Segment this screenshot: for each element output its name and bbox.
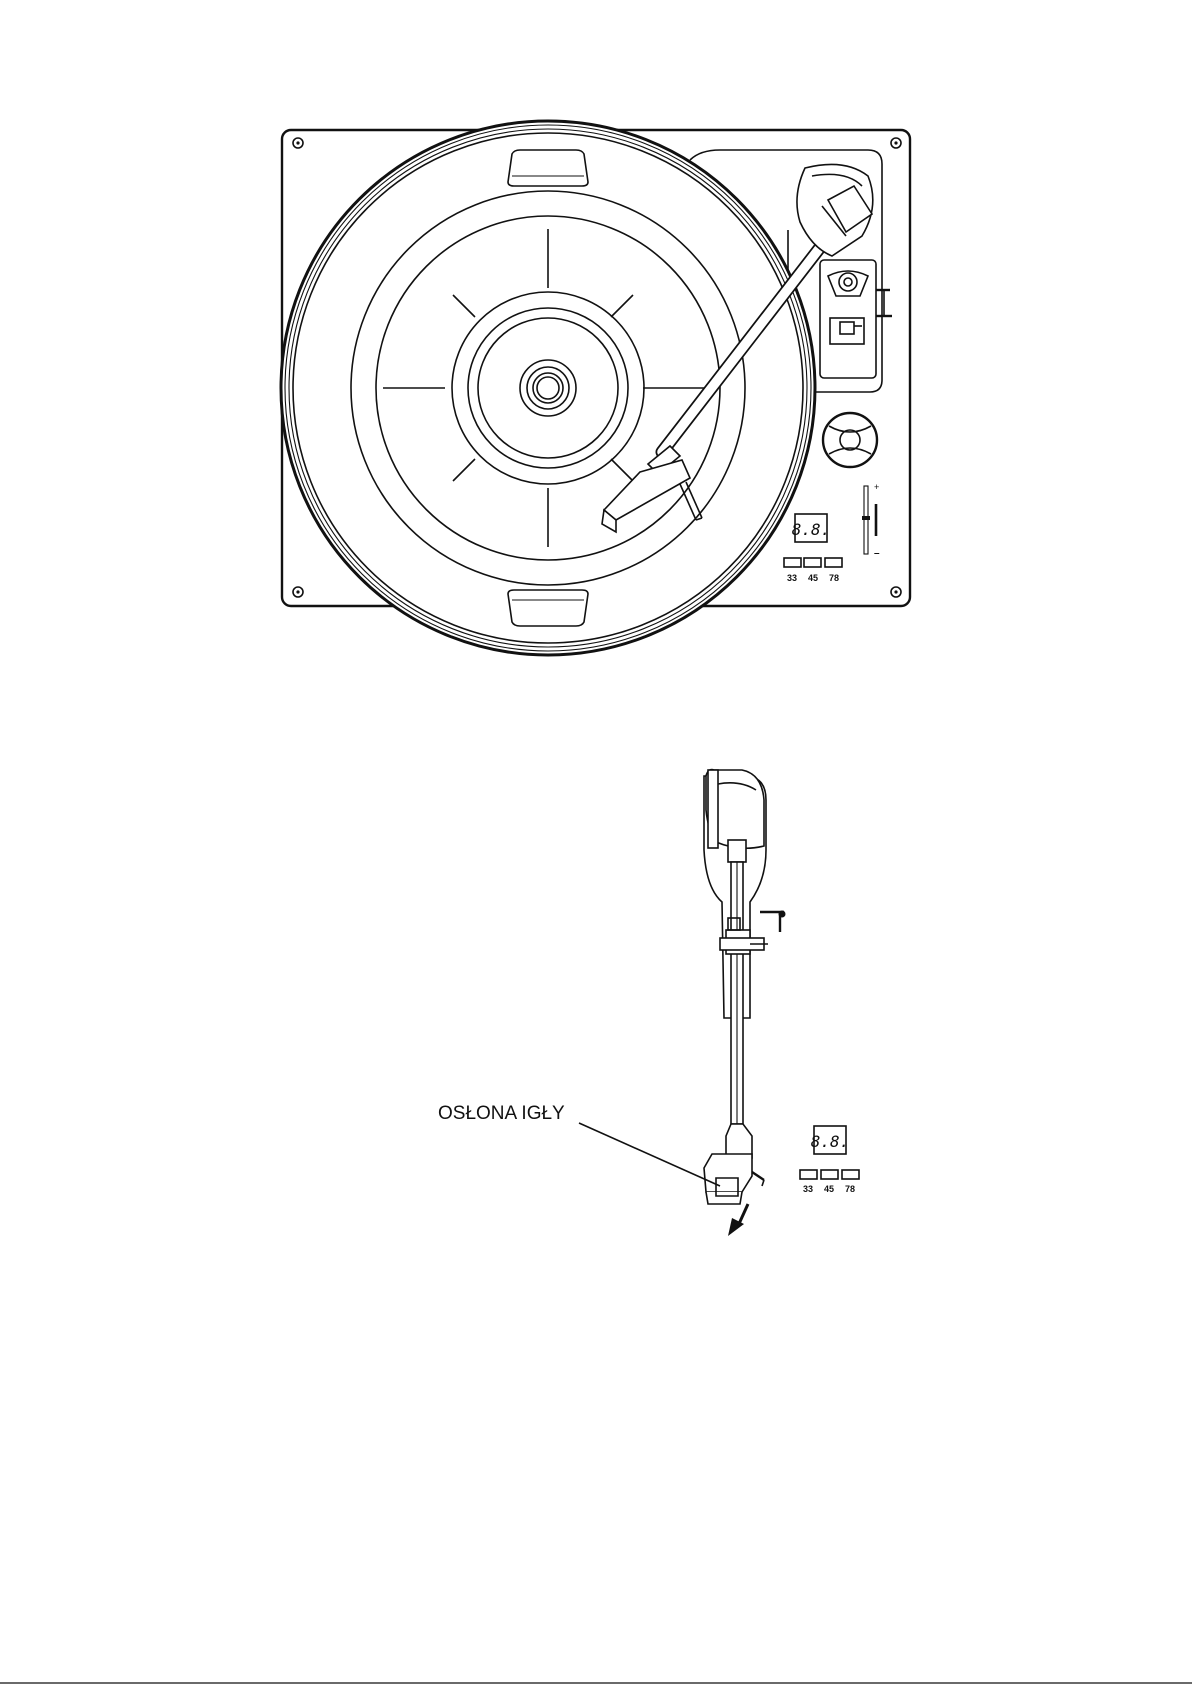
callout-leader-line xyxy=(579,1123,720,1186)
turntable-top-view: 8.8. 33 45 78 + – xyxy=(281,121,910,655)
detail-speed-button-78[interactable] xyxy=(842,1170,859,1179)
tonearm-detail-view: OSŁONA IGŁY 8.8. 33 45 78 xyxy=(438,770,859,1236)
pitch-minus-label: – xyxy=(874,548,880,559)
arrow-down-left-icon xyxy=(728,1204,748,1236)
speed-label-45: 45 xyxy=(808,573,818,583)
needle-cover-label: OSŁONA IGŁY xyxy=(438,1103,565,1124)
speed-button-78[interactable] xyxy=(825,558,842,567)
platter xyxy=(281,121,815,655)
detail-speed-button-33[interactable] xyxy=(800,1170,817,1179)
detail-speed-display-readout: 8.8. xyxy=(811,1132,850,1151)
detail-headshell xyxy=(704,1124,764,1204)
detail-speed-display: 8.8. xyxy=(811,1126,850,1154)
start-stop-knob xyxy=(823,413,877,467)
speed-button-45[interactable] xyxy=(804,558,821,567)
pitch-slider[interactable]: + – xyxy=(862,482,880,559)
speed-button-33[interactable] xyxy=(784,558,801,567)
detail-speed-buttons: 33 45 78 xyxy=(800,1170,859,1194)
detail-speed-label-45: 45 xyxy=(824,1184,834,1194)
speed-display: 8.8. xyxy=(792,514,831,542)
speed-display-readout: 8.8. xyxy=(792,520,831,539)
pitch-plus-label: + xyxy=(874,482,879,492)
speed-buttons: 33 45 78 xyxy=(784,558,842,583)
speed-label-33: 33 xyxy=(787,573,797,583)
detail-speed-button-45[interactable] xyxy=(821,1170,838,1179)
detail-speed-label-33: 33 xyxy=(803,1184,813,1194)
detail-speed-label-78: 78 xyxy=(845,1184,855,1194)
speed-label-78: 78 xyxy=(829,573,839,583)
